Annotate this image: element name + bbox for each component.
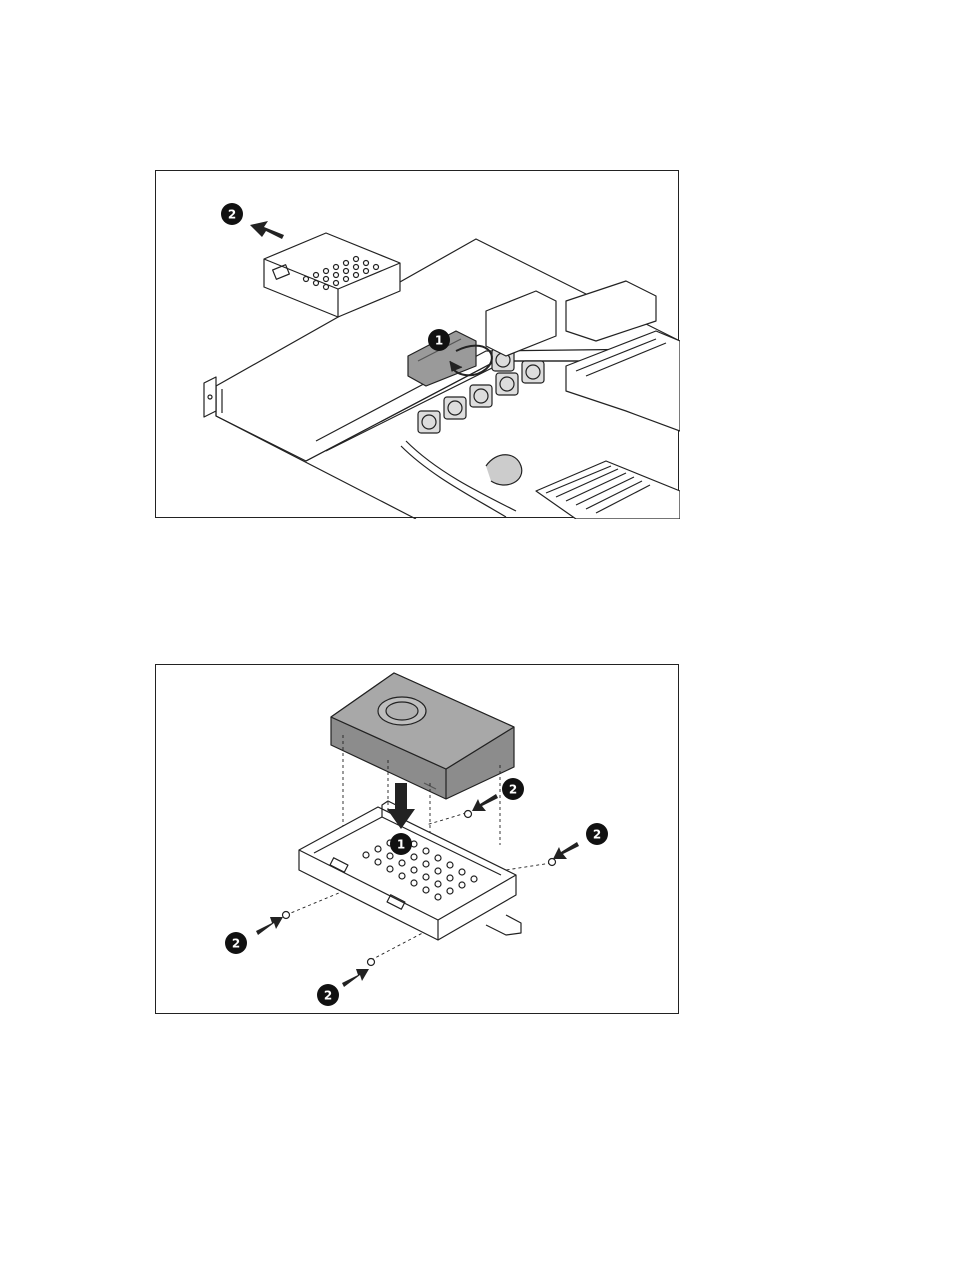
- callout-2-label: 2: [228, 208, 236, 222]
- callout-2-label: 2: [324, 989, 332, 1003]
- callout-2-label: 2: [593, 828, 601, 842]
- callout-1: 1: [428, 329, 450, 351]
- hard-drive: [331, 673, 514, 799]
- heatsink: [536, 461, 680, 519]
- callout-2-label: 2: [509, 783, 517, 797]
- screw-arrow-right: [553, 842, 579, 859]
- figure-install-drive: 1 2 2 2 2: [155, 664, 679, 1014]
- callout-1: 1: [390, 833, 412, 855]
- callout-2-label: 2: [232, 937, 240, 951]
- chassis-ear: [204, 377, 216, 417]
- callout-1-label: 1: [397, 838, 405, 852]
- figure-remove-drive-cage: 1 2: [155, 170, 679, 518]
- callout-2-right: 2: [586, 823, 608, 845]
- callout-2-bottom: 2: [317, 984, 339, 1006]
- remove-arrow: [250, 221, 284, 239]
- drive-install-illustration: 1 2 2 2 2: [156, 665, 680, 1015]
- callout-2-top: 2: [502, 778, 524, 800]
- screw-arrow-top: [472, 794, 498, 811]
- chassis-illustration: 1 2: [156, 171, 680, 519]
- callout-2-left: 2: [225, 932, 247, 954]
- callout-2: 2: [221, 203, 243, 225]
- callout-1-label: 1: [435, 334, 443, 348]
- drive-cage: [299, 801, 521, 940]
- screw-arrow-left: [256, 917, 283, 935]
- screw-arrow-bottom: [342, 969, 369, 987]
